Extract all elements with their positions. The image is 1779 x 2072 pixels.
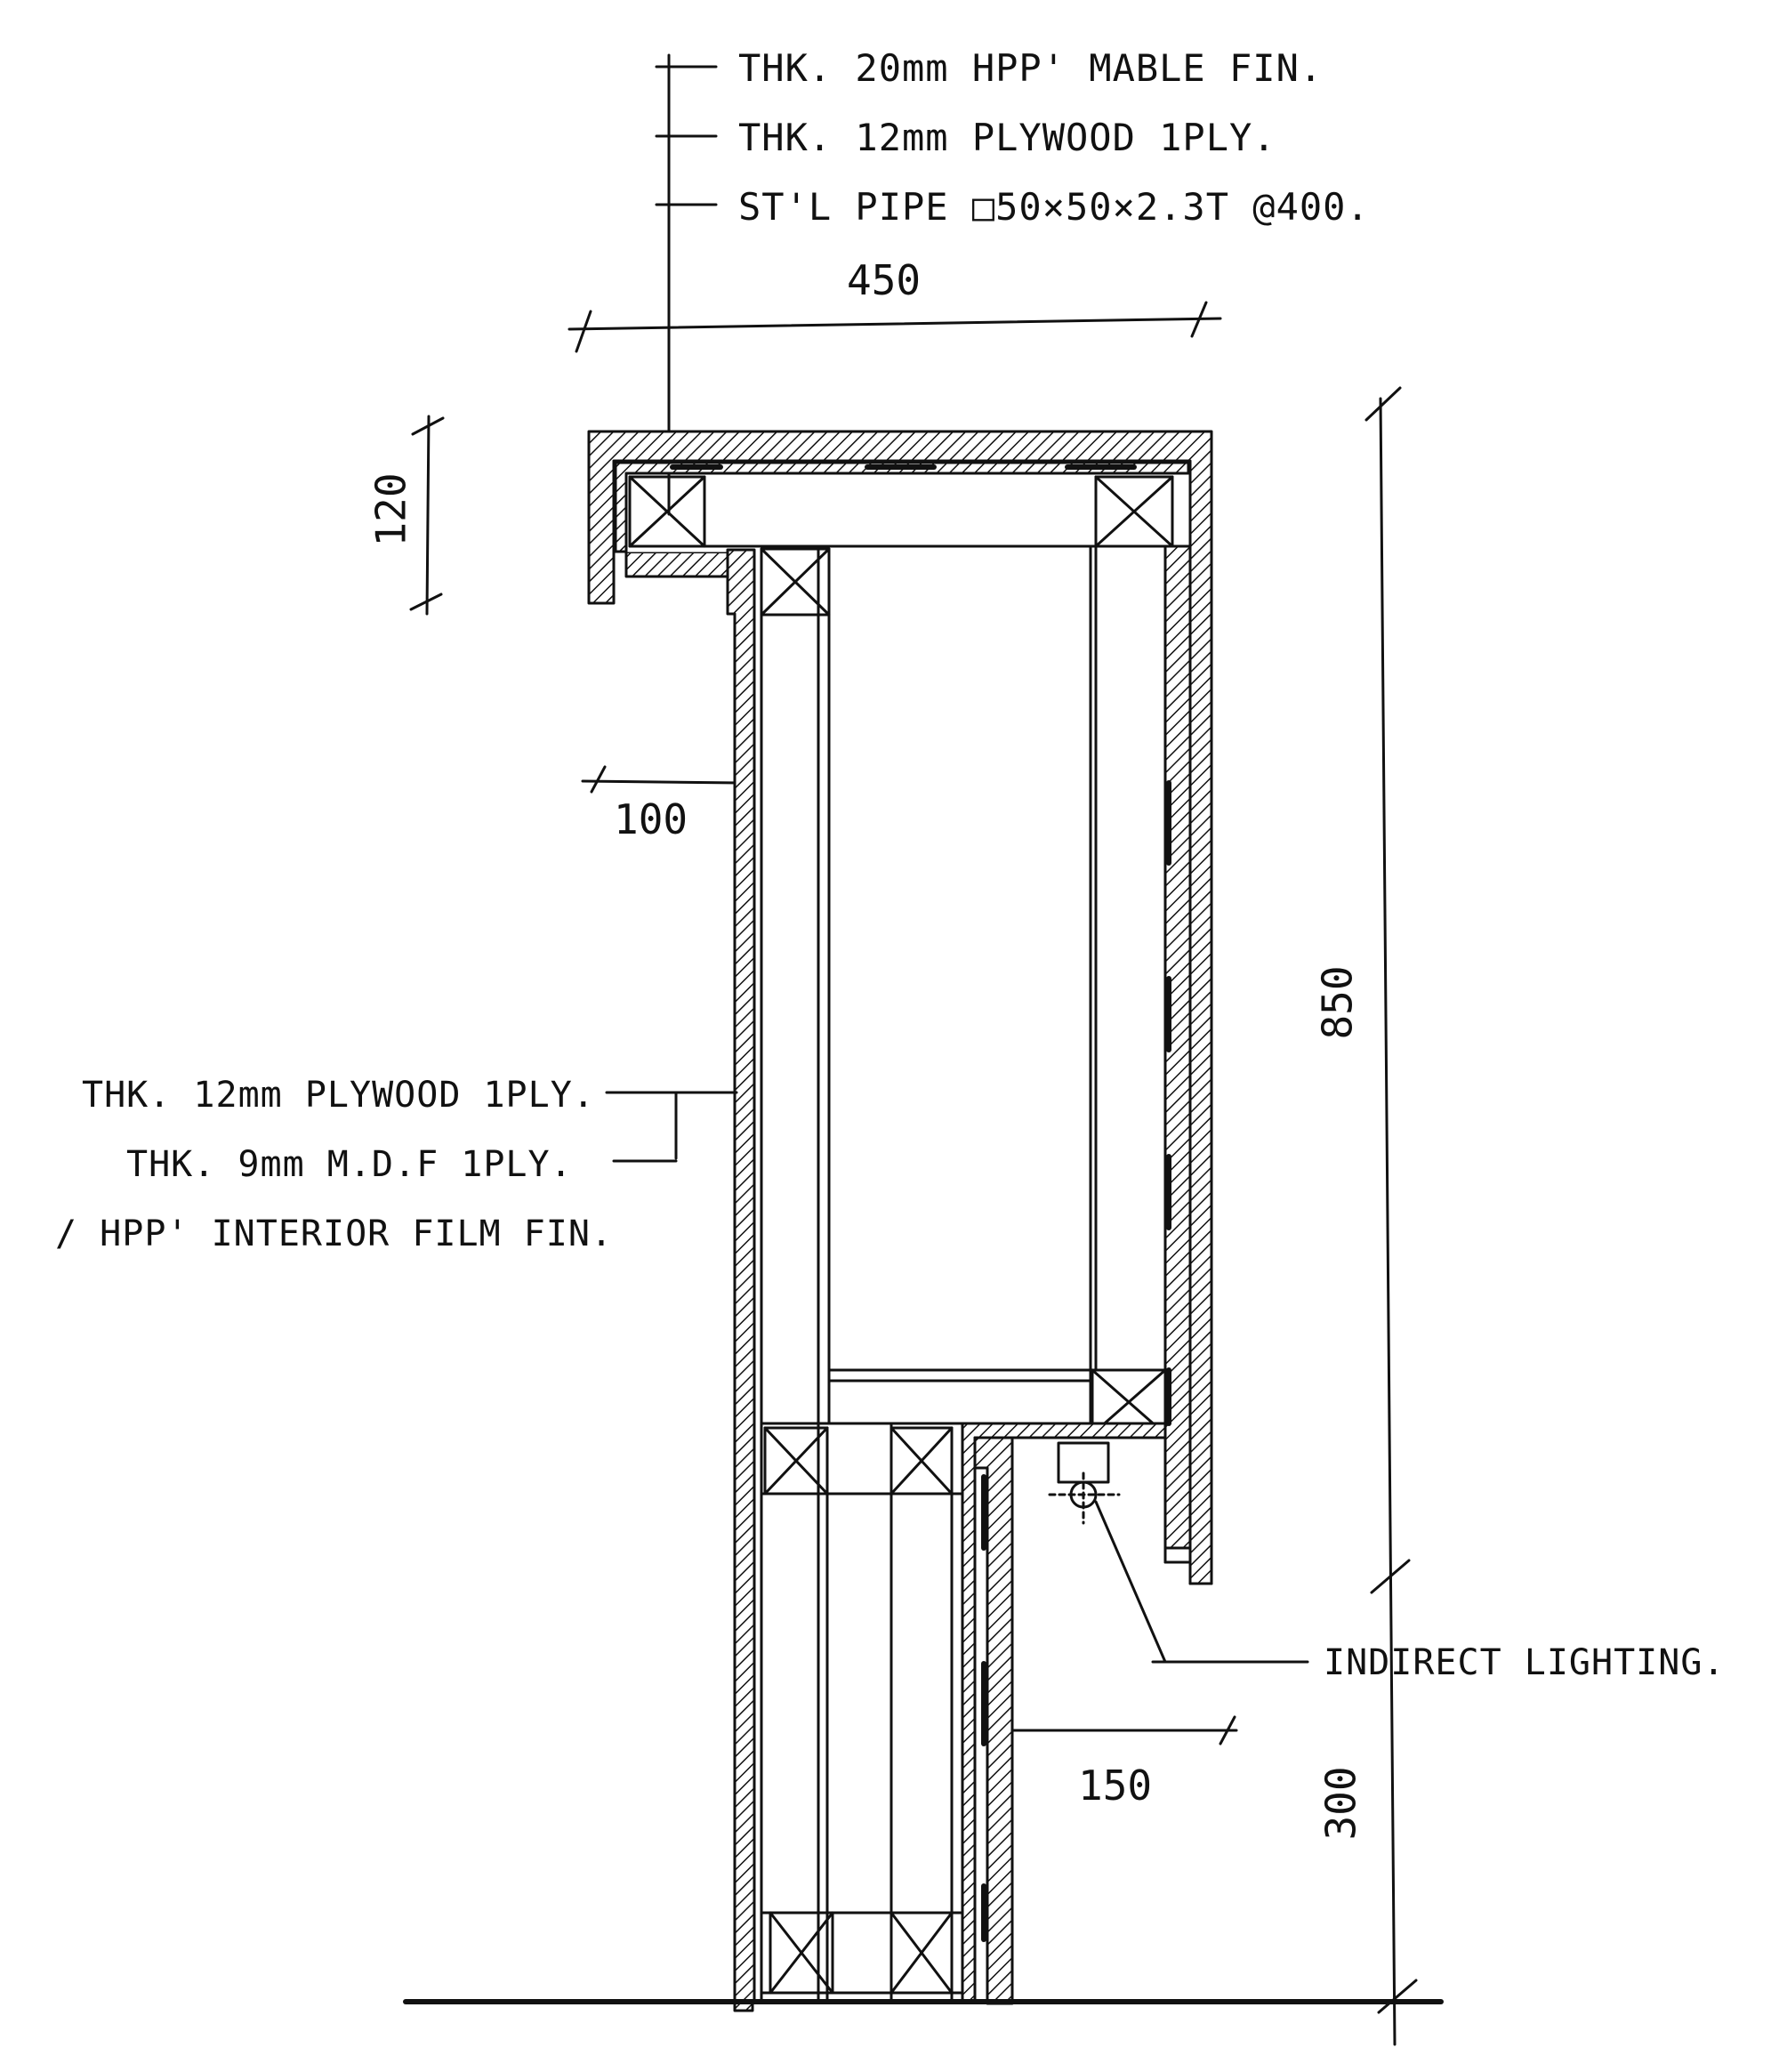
dimension-150-line <box>999 1715 1238 1745</box>
dimension-120-line <box>409 415 445 616</box>
dimension-850-300-line <box>1364 386 1418 2046</box>
steel-pipe-top-left <box>628 475 706 548</box>
dim-label-100: 100 <box>614 795 688 843</box>
steel-pipe-base-b <box>890 1911 954 1995</box>
dim-label-450: 450 <box>847 256 922 304</box>
front-panel-left <box>726 548 763 2012</box>
note-plywood-side: THK. 12mm PLYWOOD 1PLY. <box>82 1075 595 1116</box>
back-panel-right <box>1163 544 1213 1585</box>
note-steel-pipe: ST'L PIPE □50×50×2.3T @400. <box>738 185 1370 229</box>
counter-top-slab <box>587 430 1213 1585</box>
dimension-450-line <box>568 301 1222 353</box>
note-mdf-side: THK. 9mm M.D.F 1PLY. <box>126 1144 573 1185</box>
dim-label-850: 850 <box>1313 965 1362 1040</box>
note-plywood-top: THK. 12mm PLYWOOD 1PLY. <box>738 116 1276 159</box>
dimension-100-line <box>581 765 742 794</box>
note-film-finish: / HPP' INTERIOR FILM FIN. <box>55 1213 614 1254</box>
note-marble-finish: THK. 20mm HPP' MABLE FIN. <box>738 46 1324 90</box>
dim-label-120: 120 <box>366 472 415 547</box>
inner-frame <box>817 544 1098 2003</box>
recess-panel <box>973 1436 1014 2005</box>
dim-label-300: 300 <box>1316 1766 1365 1841</box>
side-notes-leader <box>605 1091 738 1163</box>
dim-label-150: 150 <box>1078 1762 1153 1810</box>
steel-pipe-top-right <box>1094 475 1174 548</box>
steel-pipe-lower-b <box>890 1426 954 1496</box>
note-indirect-lighting: INDIRECT LIGHTING. <box>1324 1642 1726 1683</box>
indirect-light-fixture <box>1048 1441 1309 1664</box>
steel-pipe-base-a <box>769 1911 834 1995</box>
